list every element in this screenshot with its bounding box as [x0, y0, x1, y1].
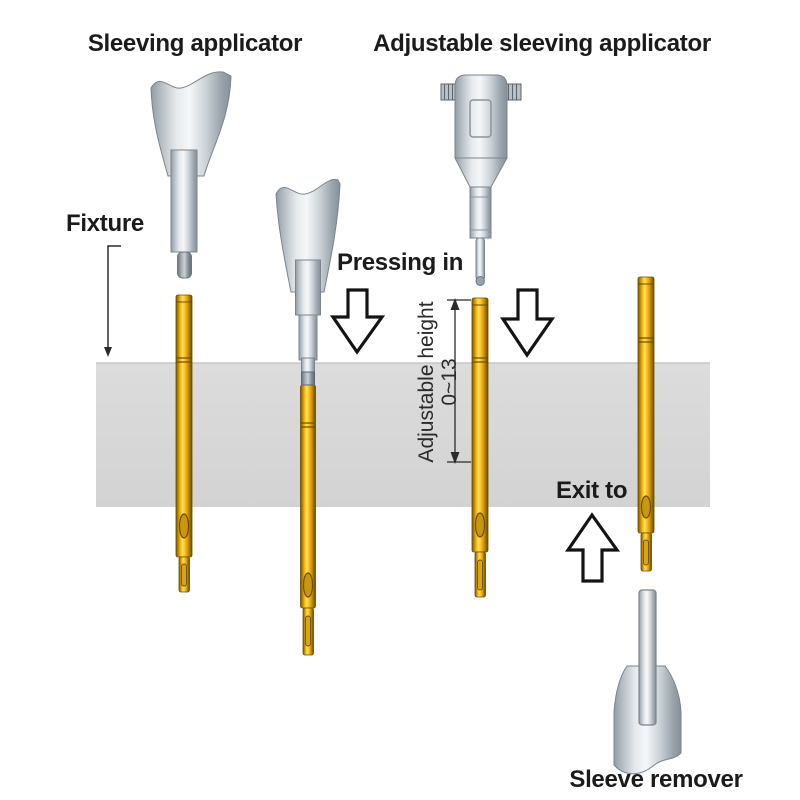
exit-to-label: Exit to — [556, 477, 628, 504]
title-adjustable-sleeving-applicator: Adjustable sleeving applicator — [373, 30, 711, 57]
fixture-plate — [96, 362, 710, 507]
fixture-label: Fixture — [66, 210, 144, 237]
sleeve-remover-graphic — [613, 589, 682, 775]
fixture-leader-line — [104, 245, 121, 357]
probe-pin-3 — [471, 297, 489, 598]
sleeving-applicator-graphic — [150, 71, 232, 279]
sleeve-remover-label: Sleeve remover — [569, 766, 743, 793]
exit-up-arrow-icon — [564, 512, 621, 583]
height-dimension-line — [447, 298, 471, 464]
sleeving-applicator-pressing-graphic — [275, 178, 341, 386]
adjustable-height-label-group: Adjustable height 0~13 — [414, 282, 462, 482]
probe-pin-4 — [637, 276, 655, 572]
probe-pin-1 — [175, 294, 193, 593]
insert-down-arrow-icon — [500, 288, 556, 358]
pressing-in-label: Pressing in — [337, 249, 464, 276]
pressing-down-arrow-icon — [329, 288, 386, 355]
adjustable-height-label: Adjustable height — [415, 301, 438, 463]
adjustable-height-range: 0~13 — [438, 358, 461, 406]
adjustable-sleeving-applicator-graphic — [440, 74, 522, 286]
title-sleeving-applicator: Sleeving applicator — [87, 30, 303, 57]
probe-pin-2 — [300, 384, 316, 656]
